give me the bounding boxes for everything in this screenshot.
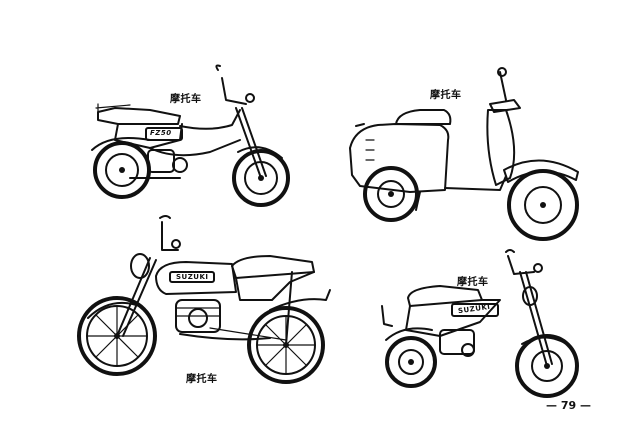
rear-wheel bbox=[385, 336, 437, 388]
caption-top-right: 摩托车 bbox=[430, 90, 462, 101]
motorcycle-top-left bbox=[91, 64, 290, 207]
motorcycle-top-right bbox=[349, 67, 579, 241]
front-wheel bbox=[515, 334, 579, 398]
rear-wheel bbox=[247, 306, 325, 384]
tank-text-bottom-left: SUZUKI bbox=[176, 273, 209, 281]
caption-bottom-right: 摩托车 bbox=[457, 277, 489, 288]
rear-wheel bbox=[363, 166, 419, 222]
motorcycle-bottom-left bbox=[77, 215, 331, 384]
motorcycle-bottom-right bbox=[381, 249, 579, 398]
page-number: — 79 — bbox=[546, 399, 591, 412]
caption-bottom-left: 摩托车 bbox=[186, 374, 218, 385]
front-wheel bbox=[77, 296, 157, 376]
tank-text-top-left: FZ50 bbox=[150, 129, 172, 137]
front-wheel bbox=[232, 149, 290, 207]
caption-top-left: 摩托车 bbox=[170, 94, 202, 105]
